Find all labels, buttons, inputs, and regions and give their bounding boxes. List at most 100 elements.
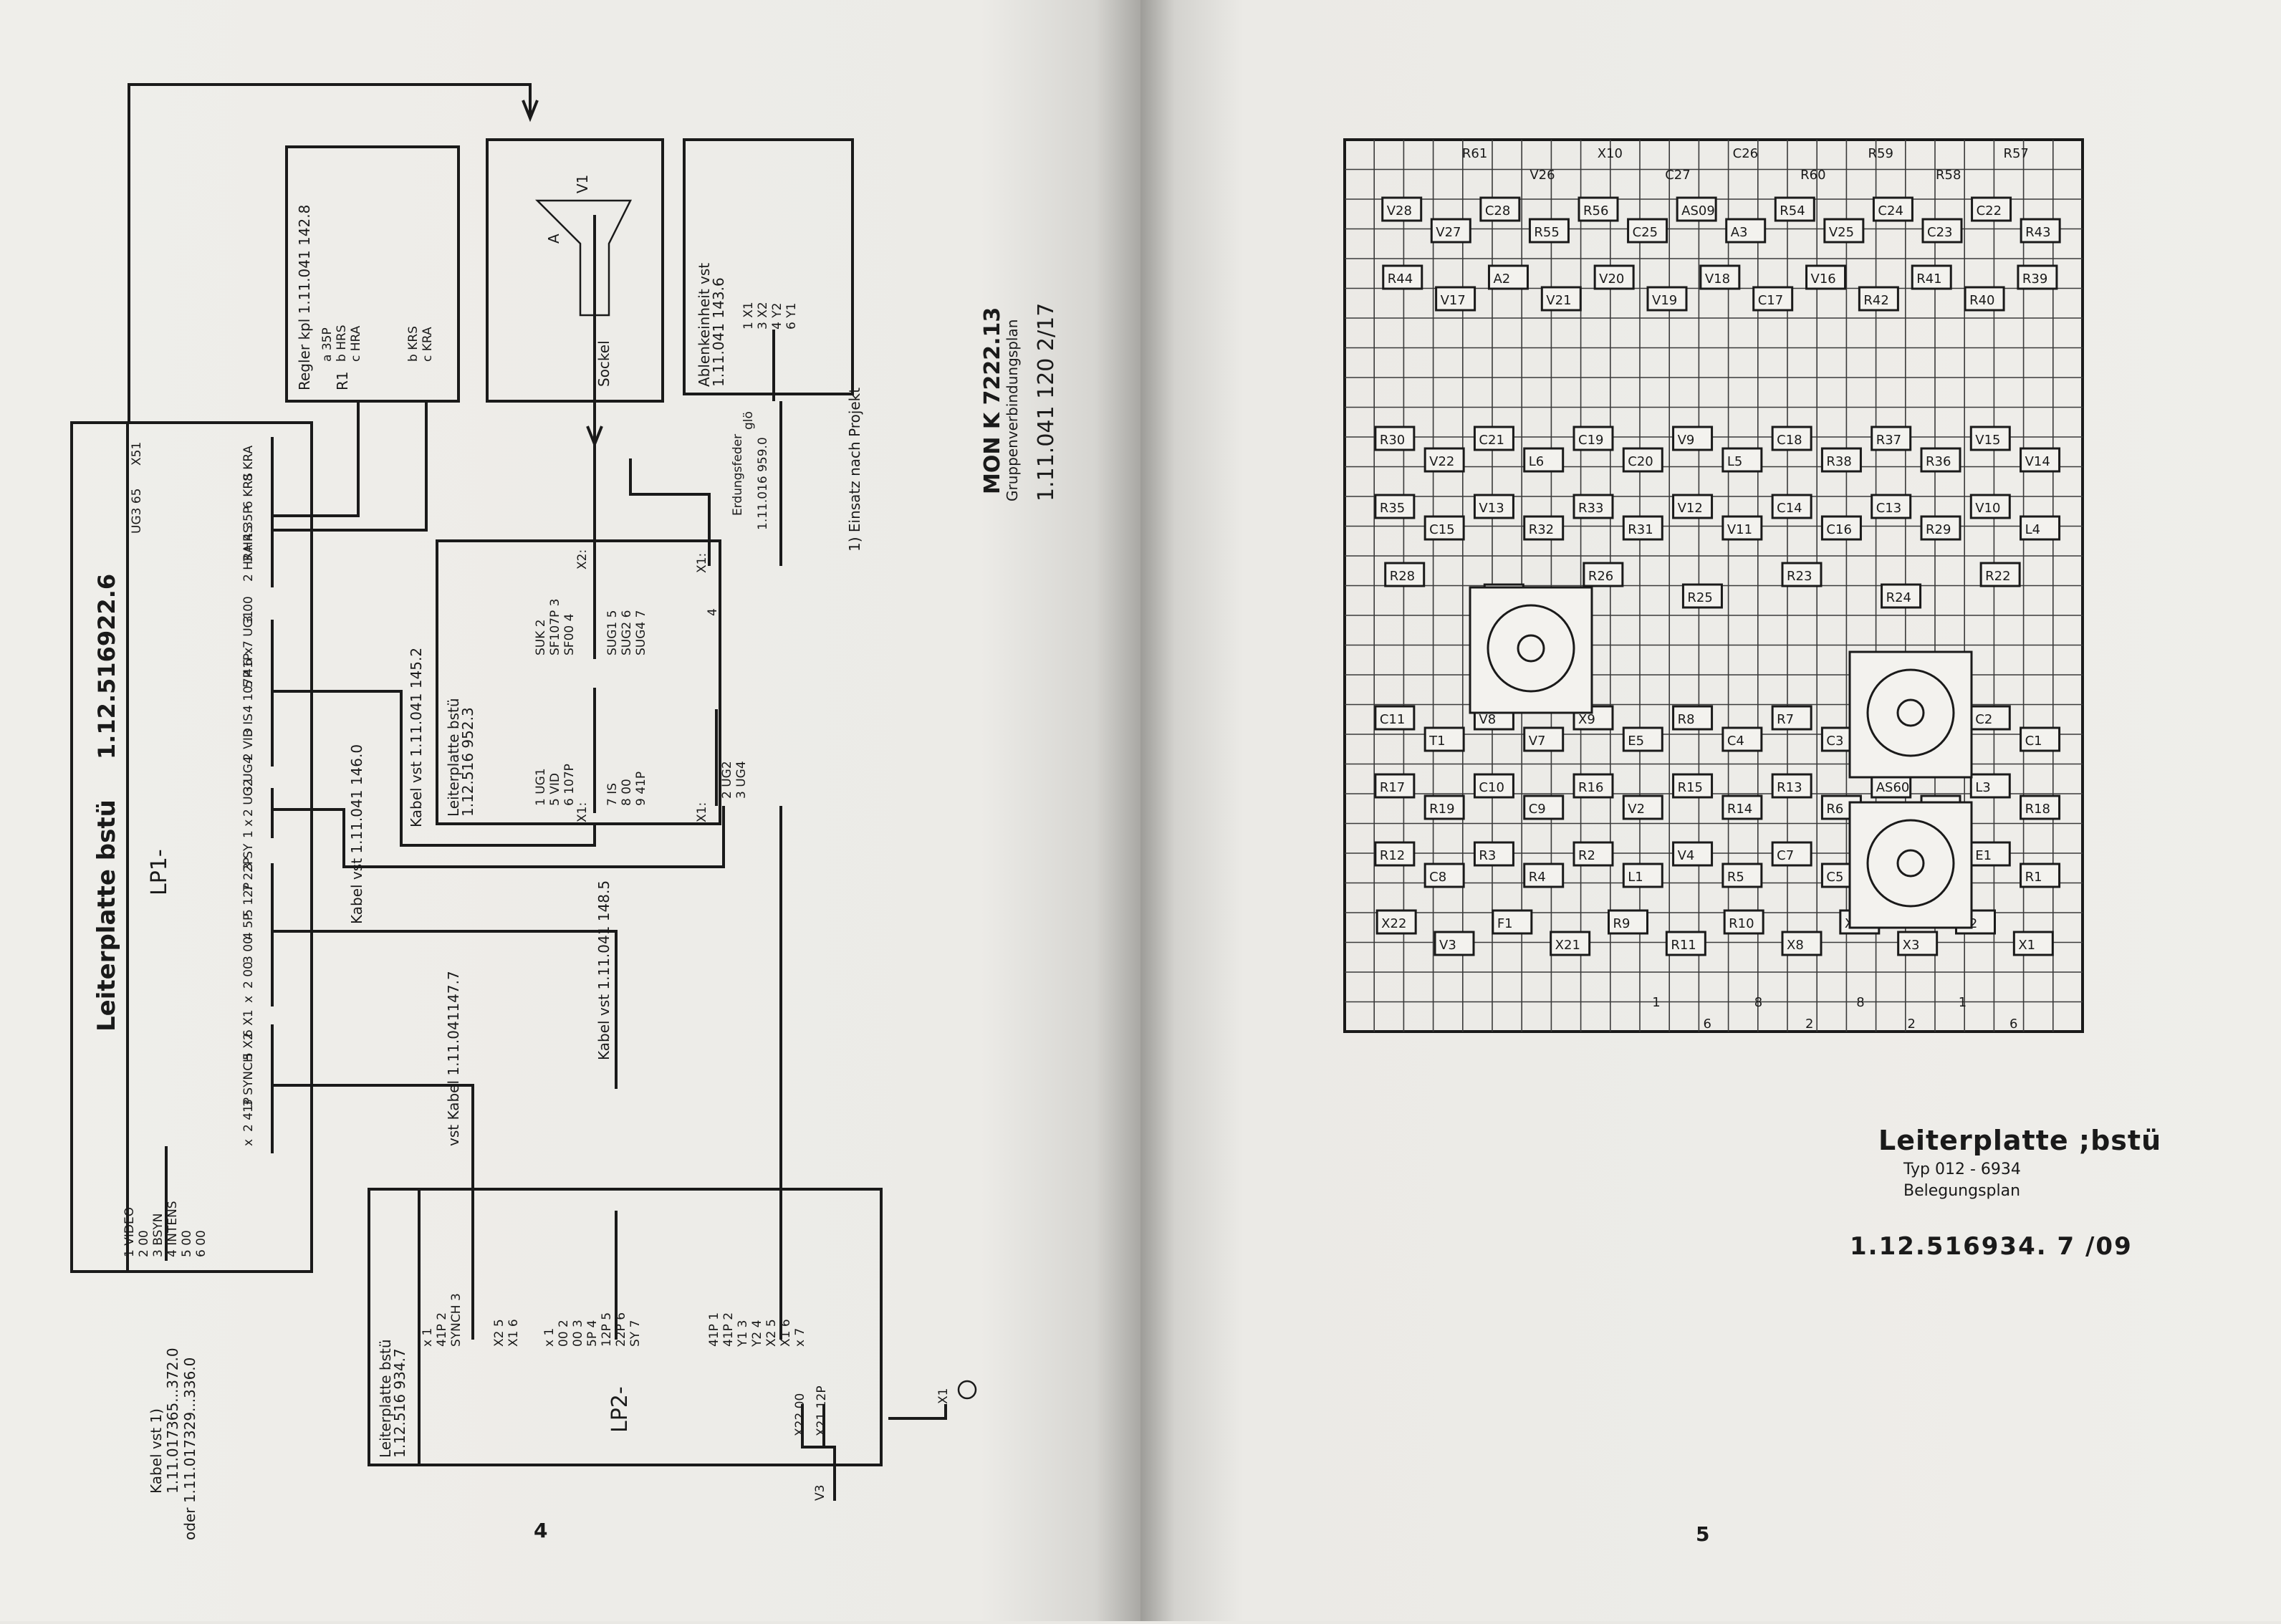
svg-text:1.11.016 959.0: 1.11.016 959.0 [756, 437, 770, 530]
svg-text:Leiterplatte bstü: Leiterplatte bstü [445, 698, 462, 817]
component-body [1897, 931, 1939, 956]
svg-text:2 41P: 2 41P [241, 1097, 256, 1132]
component-label: F1 [1497, 916, 1513, 931]
component-body [1820, 447, 1862, 473]
svg-text:R1: R1 [334, 371, 351, 390]
svg-text:1 X1: 1 X1 [741, 302, 756, 330]
svg-text:5 41P: 5 41P [241, 653, 256, 688]
component-body [1523, 515, 1565, 541]
svg-text:7 UG1: 7 UG1 [241, 610, 256, 648]
component-label: AS09 [1681, 203, 1715, 218]
coil-l2 [1848, 650, 1973, 779]
caption-title: Leiterplatte ;bstü [1878, 1125, 2162, 1156]
svg-text:6 107P: 6 107P [562, 764, 577, 806]
pcb-labels: R61V26X10C27C26R60R59R58R57V28V27C28R55R… [1380, 146, 2051, 1032]
component-label: R40 [1969, 293, 1994, 308]
svg-text:5 VID: 5 VID [548, 773, 562, 806]
ground-icon [957, 1380, 977, 1400]
component-body [1473, 841, 1514, 867]
component-body [1921, 218, 1963, 244]
svg-text:X1: X1 [936, 1388, 951, 1404]
component-label: 2 [1805, 1017, 1813, 1032]
component-body [1964, 286, 2005, 312]
component-label: R35 [1380, 501, 1405, 516]
component-label: V27 [1436, 225, 1461, 240]
svg-text:SUK 2: SUK 2 [534, 619, 548, 655]
svg-text:x: x [241, 996, 256, 1003]
svg-text:00 2: 00 2 [557, 1320, 571, 1347]
component-label: C14 [1777, 501, 1802, 516]
component-body [1381, 196, 1423, 222]
svg-text:Leiterplatte bstü: Leiterplatte bstü [377, 1339, 394, 1458]
component-label: V28 [1387, 203, 1412, 218]
component-label: R57 [2003, 146, 2028, 161]
svg-text:41P 1: 41P 1 [707, 1312, 721, 1347]
component-body [1771, 773, 1812, 799]
svg-text:b HRS: b HRS [335, 325, 349, 362]
component-label: R22 [1985, 569, 2010, 584]
component-body [1384, 562, 1426, 587]
svg-text:5P 4: 5P 4 [585, 1320, 600, 1347]
ablenk-box [683, 138, 854, 395]
component-body [1969, 773, 2011, 799]
component-body [1920, 447, 1961, 473]
component-body [2020, 863, 2061, 888]
component-body [1871, 426, 1912, 451]
component-label: V17 [1441, 293, 1466, 308]
component-label: C8 [1429, 870, 1446, 885]
component-label: X8 [1787, 938, 1804, 953]
component-label: C18 [1777, 433, 1802, 448]
component-label: 1 [1959, 995, 1967, 1010]
component-body [1805, 264, 1847, 290]
component-body [2020, 726, 2061, 752]
component-label: L1 [1628, 870, 1643, 885]
x4-pins: x 2 00 3 00 4 5P 5 12P 7 22P 3 SY [241, 843, 256, 1003]
svg-text:2 UG2: 2 UG2 [241, 779, 256, 817]
transformer-t1 [1469, 586, 1593, 714]
component-label: R41 [1916, 272, 1941, 287]
component-body [1979, 562, 2021, 587]
doc-number: 1.11.041 120 2/17 [1034, 303, 1059, 501]
component-body [1872, 196, 1913, 222]
component-label: X9 [1578, 712, 1595, 727]
lp3-x1-pins: 1 UG1 5 VID 6 107P 7 IS 8 00 9 41P 2 UG2… [534, 761, 749, 806]
component-label: R14 [1727, 802, 1752, 817]
svg-text:vst Kabel 1.11.041147.7: vst Kabel 1.11.041147.7 [445, 971, 462, 1146]
svg-text:a 35P: a 35P [320, 327, 335, 362]
component-label: R6 [1826, 802, 1843, 817]
component-body [1871, 494, 1912, 519]
component-label: X22 [1381, 916, 1406, 931]
x9-pins: 1 VIDEO 2 00 3 BSYN 4 INTENS 5 00 6 00 [123, 1201, 208, 1257]
component-body [1969, 841, 2011, 867]
component-body [1672, 494, 1714, 519]
component-body [1492, 909, 1533, 935]
svg-text:SY 7: SY 7 [628, 1320, 643, 1347]
component-label: R54 [1780, 203, 1805, 218]
component-label: C25 [1633, 225, 1658, 240]
svg-text:00 3: 00 3 [571, 1320, 585, 1347]
component-label: R2 [1578, 848, 1595, 863]
component-label: R32 [1529, 522, 1554, 537]
component-body [1550, 931, 1591, 956]
component-label: R36 [1926, 454, 1951, 469]
component-label: V4 [1678, 848, 1695, 863]
svg-text:3 UG4: 3 UG4 [734, 761, 749, 799]
svg-text:X1 6: X1 6 [506, 1319, 521, 1347]
svg-text:5 12P: 5 12P [241, 883, 256, 917]
component-label: 8 [1754, 995, 1762, 1010]
component-label: R19 [1429, 802, 1454, 817]
svg-text:2 00: 2 00 [241, 961, 256, 989]
svg-text:Kabel vst 1.11.041 145.2: Kabel vst 1.11.041 145.2 [408, 648, 425, 827]
svg-text:1.12.516 952.3: 1.12.516 952.3 [459, 707, 476, 817]
component-label: R26 [1588, 569, 1613, 584]
x6-pins: 1 x 2 UG2 3 UG4 [241, 756, 256, 838]
component-body [1572, 494, 1614, 519]
component-body [1622, 794, 1663, 820]
caption-type: Typ 012 - 6934 [1903, 1161, 2021, 1178]
x5-pins: x 2 41P 3 SYNCH 5 X2 6 X1 [241, 1009, 256, 1146]
svg-text:X2 5: X2 5 [764, 1319, 779, 1347]
component-body [2012, 931, 2054, 956]
component-label: V12 [1678, 501, 1703, 516]
component-label: R5 [1727, 870, 1744, 885]
